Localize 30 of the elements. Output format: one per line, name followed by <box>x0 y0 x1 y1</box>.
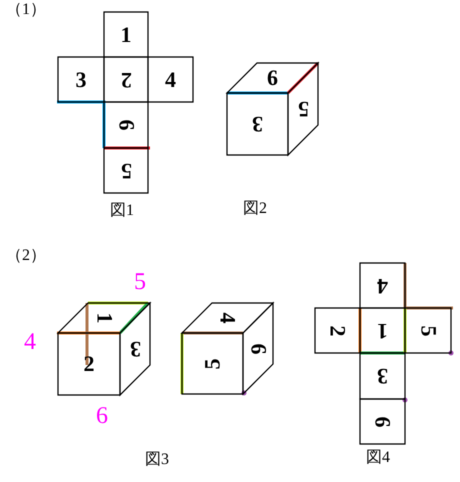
label-text: （2） <box>6 248 46 264</box>
cube-face: 6 <box>227 63 318 93</box>
net-square: 6 <box>104 102 148 148</box>
cube-face: 5 <box>182 333 243 394</box>
net-square: 3 <box>58 57 104 102</box>
cube-face: 2 <box>58 333 120 395</box>
label-text: 図1 <box>110 203 134 219</box>
label-text: 5 <box>134 270 146 294</box>
label-text: 6 <box>96 404 108 428</box>
net-square: 5 <box>405 308 451 353</box>
net-square: 1 <box>104 12 148 57</box>
net-square: 5 <box>104 148 148 193</box>
net-square: 6 <box>360 399 405 444</box>
cube-face: 1 <box>58 303 150 333</box>
label-text: 図3 <box>145 452 169 468</box>
net-square: 2 <box>104 57 148 102</box>
label-text: （1） <box>6 2 46 18</box>
cube-face: 4 <box>182 303 273 333</box>
net-square: 4 <box>148 57 193 102</box>
cube-face: 6 <box>243 303 273 394</box>
label-text: 図2 <box>243 201 267 217</box>
net-square: 4 <box>360 263 405 308</box>
label-text: 4 <box>24 330 36 354</box>
net-square: 3 <box>360 353 405 399</box>
label-text: 図4 <box>366 450 390 466</box>
cube-face: 3 <box>120 303 150 395</box>
cube-face: 3 <box>227 93 288 155</box>
net-square: 1 <box>360 308 405 353</box>
cube-face: 5 <box>288 63 318 155</box>
net-square: 2 <box>315 308 360 353</box>
